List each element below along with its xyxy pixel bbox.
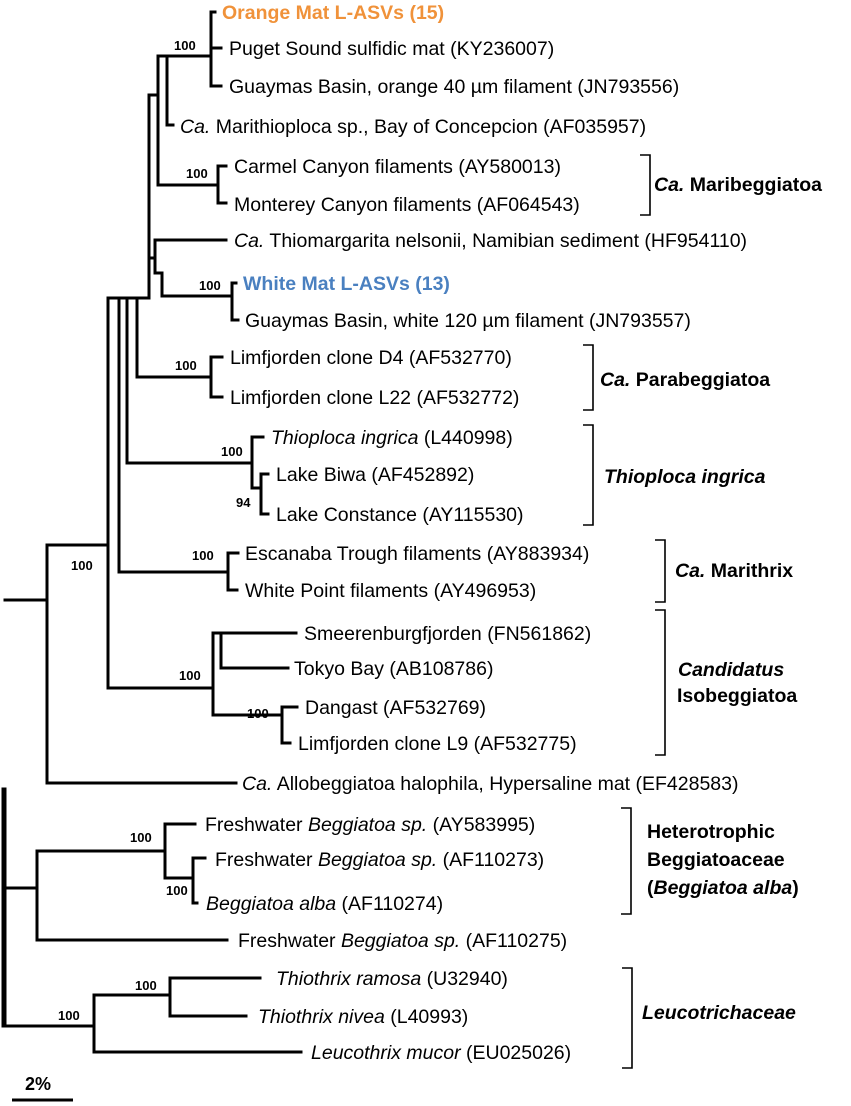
leaf-thioploca-ingrica: Thioploca ingrica (L440998) bbox=[271, 427, 513, 449]
clade-label-maribeggiatoa: Ca. Maribeggiatoa bbox=[654, 174, 822, 196]
bootstrap-value: 100 bbox=[174, 38, 196, 53]
bracket-leucotrichaceae bbox=[622, 967, 633, 1069]
bootstrap-value: 94 bbox=[236, 495, 251, 510]
bootstrap-value: 100 bbox=[166, 883, 188, 898]
leaf-tokyo-bay: Tokyo Bay (AB108786) bbox=[294, 658, 493, 680]
bracket-parabeggiatoa bbox=[583, 344, 594, 411]
bootstrap-value: 100 bbox=[135, 978, 157, 993]
leaf-leucothrix-mucor: Leucothrix mucor (EU025026) bbox=[311, 1042, 571, 1064]
leaf-limfjorden-l9: Limfjorden clone L9 (AF532775) bbox=[298, 733, 577, 755]
bracket-heterotrophic bbox=[621, 807, 632, 915]
bootstrap-value: 100 bbox=[247, 706, 269, 721]
clade-label-marithrix: Ca. Marithrix bbox=[675, 560, 793, 582]
leaf-beggiatoa-alba: Beggiatoa alba (AF110274) bbox=[206, 893, 443, 915]
clade-brackets bbox=[583, 154, 666, 1069]
clade-label-thioploca: Thioploca ingrica bbox=[604, 466, 766, 488]
tree-branches bbox=[1, 10, 303, 1054]
bootstrap-value: 100 bbox=[71, 558, 93, 573]
clade-label-isobeggiatoa: Isobeggiatoa bbox=[677, 685, 797, 707]
leaf-dangast: Dangast (AF532769) bbox=[305, 697, 486, 719]
leaf-thiothrix-ramosa: Thiothrix ramosa (U32940) bbox=[276, 968, 508, 990]
clade-label-candidatus: Candidatus bbox=[678, 659, 784, 681]
leaf-allobeggiatoa: Ca. Allobeggiatoa halophila, Hypersaline… bbox=[242, 773, 738, 795]
leaf-carmel-canyon: Carmel Canyon filaments (AY580013) bbox=[234, 156, 561, 178]
clade-labels: Ca. Maribeggiatoa Ca. Parabeggiatoa Thio… bbox=[600, 174, 822, 1024]
bracket-marithrix bbox=[655, 539, 666, 603]
bootstrap-values: 100 100 100 100 100 94 100 100 100 100 1… bbox=[58, 38, 269, 1023]
leaf-freshwater-1: Freshwater Beggiatoa sp. (AY583995) bbox=[205, 814, 535, 836]
leaf-monterey-canyon: Monterey Canyon filaments (AF064543) bbox=[234, 194, 580, 216]
leaf-marithioploca: Ca. Marithioploca sp., Bay of Concepcion… bbox=[180, 116, 646, 138]
bootstrap-value: 100 bbox=[192, 548, 214, 563]
leaf-white-point: White Point filaments (AY496953) bbox=[245, 580, 536, 602]
bracket-maribeggiatoa bbox=[640, 154, 651, 216]
leaf-guaymas-orange: Guaymas Basin, orange 40 µm filament (JN… bbox=[229, 76, 679, 98]
leaf-freshwater-2: Freshwater Beggiatoa sp. (AF110273) bbox=[215, 849, 544, 871]
leaf-guaymas-white: Guaymas Basin, white 120 µm filament (JN… bbox=[245, 310, 691, 332]
leaf-labels: Orange Mat L-ASVs (15) Puget Sound sulfi… bbox=[180, 2, 747, 1064]
clade-label-beggiatoa-alba: (Beggiatoa alba) bbox=[647, 877, 799, 899]
leaf-thiomargarita: Ca. Thiomargarita nelsonii, Namibian sed… bbox=[234, 230, 747, 252]
leaf-white-mat: White Mat L-ASVs (13) bbox=[243, 273, 450, 295]
leaf-thiothrix-nivea: Thiothrix nivea (L40993) bbox=[258, 1006, 468, 1028]
leaf-limfjorden-d4: Limfjorden clone D4 (AF532770) bbox=[230, 347, 512, 369]
bootstrap-value: 100 bbox=[175, 358, 197, 373]
bootstrap-value: 100 bbox=[130, 830, 152, 845]
leaf-smeerenburgfjorden: Smeerenburgfjorden (FN561862) bbox=[304, 623, 591, 645]
leaf-lake-constance: Lake Constance (AY115530) bbox=[276, 504, 524, 526]
bracket-thioploca bbox=[583, 424, 594, 526]
scale-bar: 2% bbox=[12, 1074, 73, 1102]
leaf-limfjorden-l22: Limfjorden clone L22 (AF532772) bbox=[230, 387, 519, 409]
bootstrap-value: 100 bbox=[199, 278, 221, 293]
leaf-lake-biwa: Lake Biwa (AF452892) bbox=[276, 464, 474, 486]
leaf-escanaba: Escanaba Trough filaments (AY883934) bbox=[245, 543, 589, 565]
leaf-freshwater-3: Freshwater Beggiatoa sp. (AF110275) bbox=[238, 930, 567, 952]
bootstrap-value: 100 bbox=[179, 668, 201, 683]
bootstrap-value: 100 bbox=[58, 1008, 80, 1023]
bracket-isobeggiatoa bbox=[655, 609, 666, 756]
clade-label-beggiatoaceae: Beggiatoaceae bbox=[647, 849, 785, 871]
clade-label-leucotrichaceae: Leucotrichaceae bbox=[642, 1002, 796, 1024]
scale-bar-label: 2% bbox=[25, 1074, 51, 1094]
clade-label-heterotrophic: Heterotrophic bbox=[647, 821, 775, 843]
bootstrap-value: 100 bbox=[221, 444, 243, 459]
leaf-puget-sound: Puget Sound sulfidic mat (KY236007) bbox=[229, 38, 554, 60]
leaf-orange-mat: Orange Mat L-ASVs (15) bbox=[222, 2, 444, 24]
bootstrap-value: 100 bbox=[186, 166, 208, 181]
clade-label-parabeggiatoa: Ca. Parabeggiatoa bbox=[600, 369, 770, 391]
